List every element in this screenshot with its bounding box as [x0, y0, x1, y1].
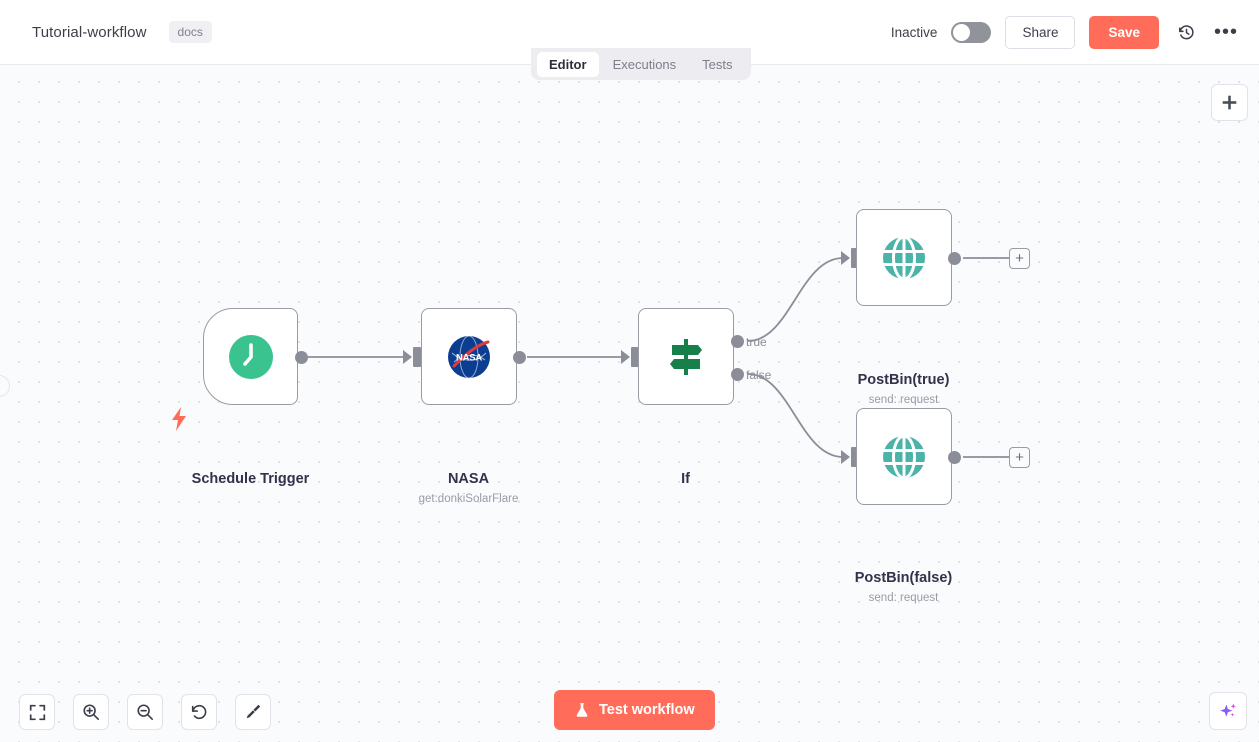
test-workflow-label: Test workflow	[599, 702, 695, 718]
plus-icon	[1222, 95, 1237, 110]
if-output-port-true[interactable]	[731, 335, 744, 348]
postbin-false-output-port[interactable]	[948, 451, 961, 464]
globe-icon	[882, 434, 926, 479]
svg-text:NASA: NASA	[456, 352, 482, 363]
share-button[interactable]: Share	[1005, 15, 1076, 49]
zoom-out-button[interactable]	[127, 694, 163, 730]
node-nasa[interactable]: NASA	[421, 308, 517, 405]
workflow-tag-docs[interactable]: docs	[168, 21, 212, 43]
save-button[interactable]: Save	[1089, 15, 1159, 49]
tab-tests[interactable]: Tests	[702, 56, 733, 72]
globe-icon	[882, 235, 926, 280]
add-node-button[interactable]	[1211, 84, 1248, 121]
nasa-output-port[interactable]	[513, 351, 526, 364]
node-schedule-trigger[interactable]	[203, 308, 298, 405]
trigger-output-port[interactable]	[295, 351, 308, 364]
canvas-toolbar	[19, 694, 271, 730]
nasa-logo-icon: NASA	[448, 335, 490, 378]
trigger-bolt-icon	[170, 407, 188, 431]
zoom-out-icon	[137, 704, 154, 721]
test-workflow-button[interactable]: Test workflow	[554, 690, 715, 730]
nasa-input-arrow-icon	[403, 350, 412, 364]
workflow-canvas[interactable]: Schedule Trigger NASA NASA get:donkiSola…	[0, 65, 1259, 742]
if-output-port-false[interactable]	[731, 368, 744, 381]
workflow-title[interactable]: Tutorial-workflow	[32, 23, 147, 41]
header-actions: Inactive Share Save •••	[890, 15, 1239, 49]
app-header: Tutorial-workflow docs Inactive Share Sa…	[0, 0, 1259, 65]
node-if[interactable]	[638, 308, 734, 405]
if-input-arrow-icon	[621, 350, 630, 364]
workflow-tabs: Editor Executions Tests	[531, 48, 751, 80]
postbin-false-input-port[interactable]	[851, 447, 859, 467]
tab-executions[interactable]: Executions	[612, 56, 677, 72]
undo-icon	[191, 704, 207, 720]
add-node-after-postbin-false[interactable]: +	[1009, 447, 1030, 468]
sparkle-icon	[1219, 703, 1236, 717]
postbin-true-input-arrow-icon	[841, 251, 850, 265]
reset-zoom-button[interactable]	[181, 694, 217, 730]
ai-assistant-button[interactable]	[1209, 692, 1247, 730]
postbin-true-output-port[interactable]	[948, 252, 961, 265]
activation-status-label: Inactive	[890, 24, 938, 40]
history-icon[interactable]	[1173, 19, 1199, 45]
tidy-up-button[interactable]	[235, 694, 271, 730]
postbin-true-input-port[interactable]	[851, 248, 859, 268]
flask-icon	[576, 703, 588, 717]
postbin-false-input-arrow-icon	[841, 450, 850, 464]
toggle-knob	[953, 23, 971, 41]
nasa-input-port[interactable]	[413, 347, 421, 367]
connection-edges	[308, 257, 1010, 458]
signpost-icon	[670, 338, 702, 375]
clock-icon	[228, 334, 273, 379]
if-input-port[interactable]	[631, 347, 639, 367]
broom-icon	[246, 704, 261, 719]
fit-view-button[interactable]	[19, 694, 55, 730]
node-postbin-false[interactable]	[856, 408, 952, 505]
activate-workflow-toggle[interactable]	[951, 21, 992, 43]
zoom-in-icon	[83, 704, 100, 721]
tab-editor[interactable]: Editor	[537, 51, 599, 77]
more-options-icon[interactable]: •••	[1213, 21, 1238, 43]
fit-view-icon	[29, 704, 45, 720]
node-postbin-true[interactable]	[856, 209, 952, 306]
add-node-after-postbin-true[interactable]: +	[1009, 248, 1030, 269]
zoom-in-button[interactable]	[73, 694, 109, 730]
